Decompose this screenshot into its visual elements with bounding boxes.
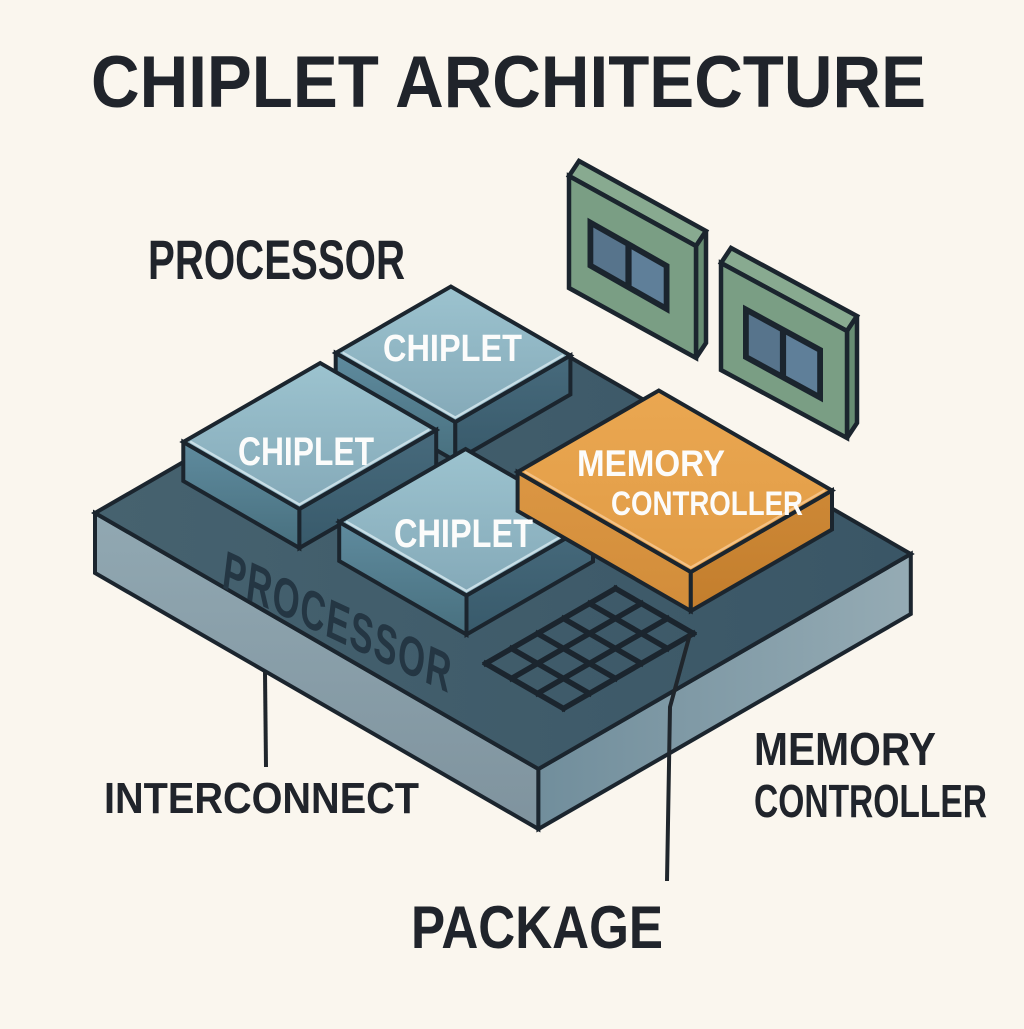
svg-text:CHIPLET: CHIPLET: [383, 328, 522, 370]
svg-text:CONTROLLER: CONTROLLER: [611, 485, 803, 523]
svg-text:INTERCONNECT: INTERCONNECT: [104, 774, 419, 823]
svg-text:MEMORY: MEMORY: [754, 723, 936, 775]
svg-text:CHIPLET: CHIPLET: [394, 512, 533, 556]
svg-text:MEMORY: MEMORY: [577, 443, 725, 484]
svg-text:PACKAGE: PACKAGE: [411, 894, 663, 961]
svg-text:CONTROLLER: CONTROLLER: [754, 775, 987, 827]
svg-text:CHIPLET: CHIPLET: [238, 430, 374, 474]
svg-text:PROCESSOR: PROCESSOR: [148, 228, 405, 291]
svg-text:CHIPLET ARCHITECTURE: CHIPLET ARCHITECTURE: [91, 42, 926, 123]
